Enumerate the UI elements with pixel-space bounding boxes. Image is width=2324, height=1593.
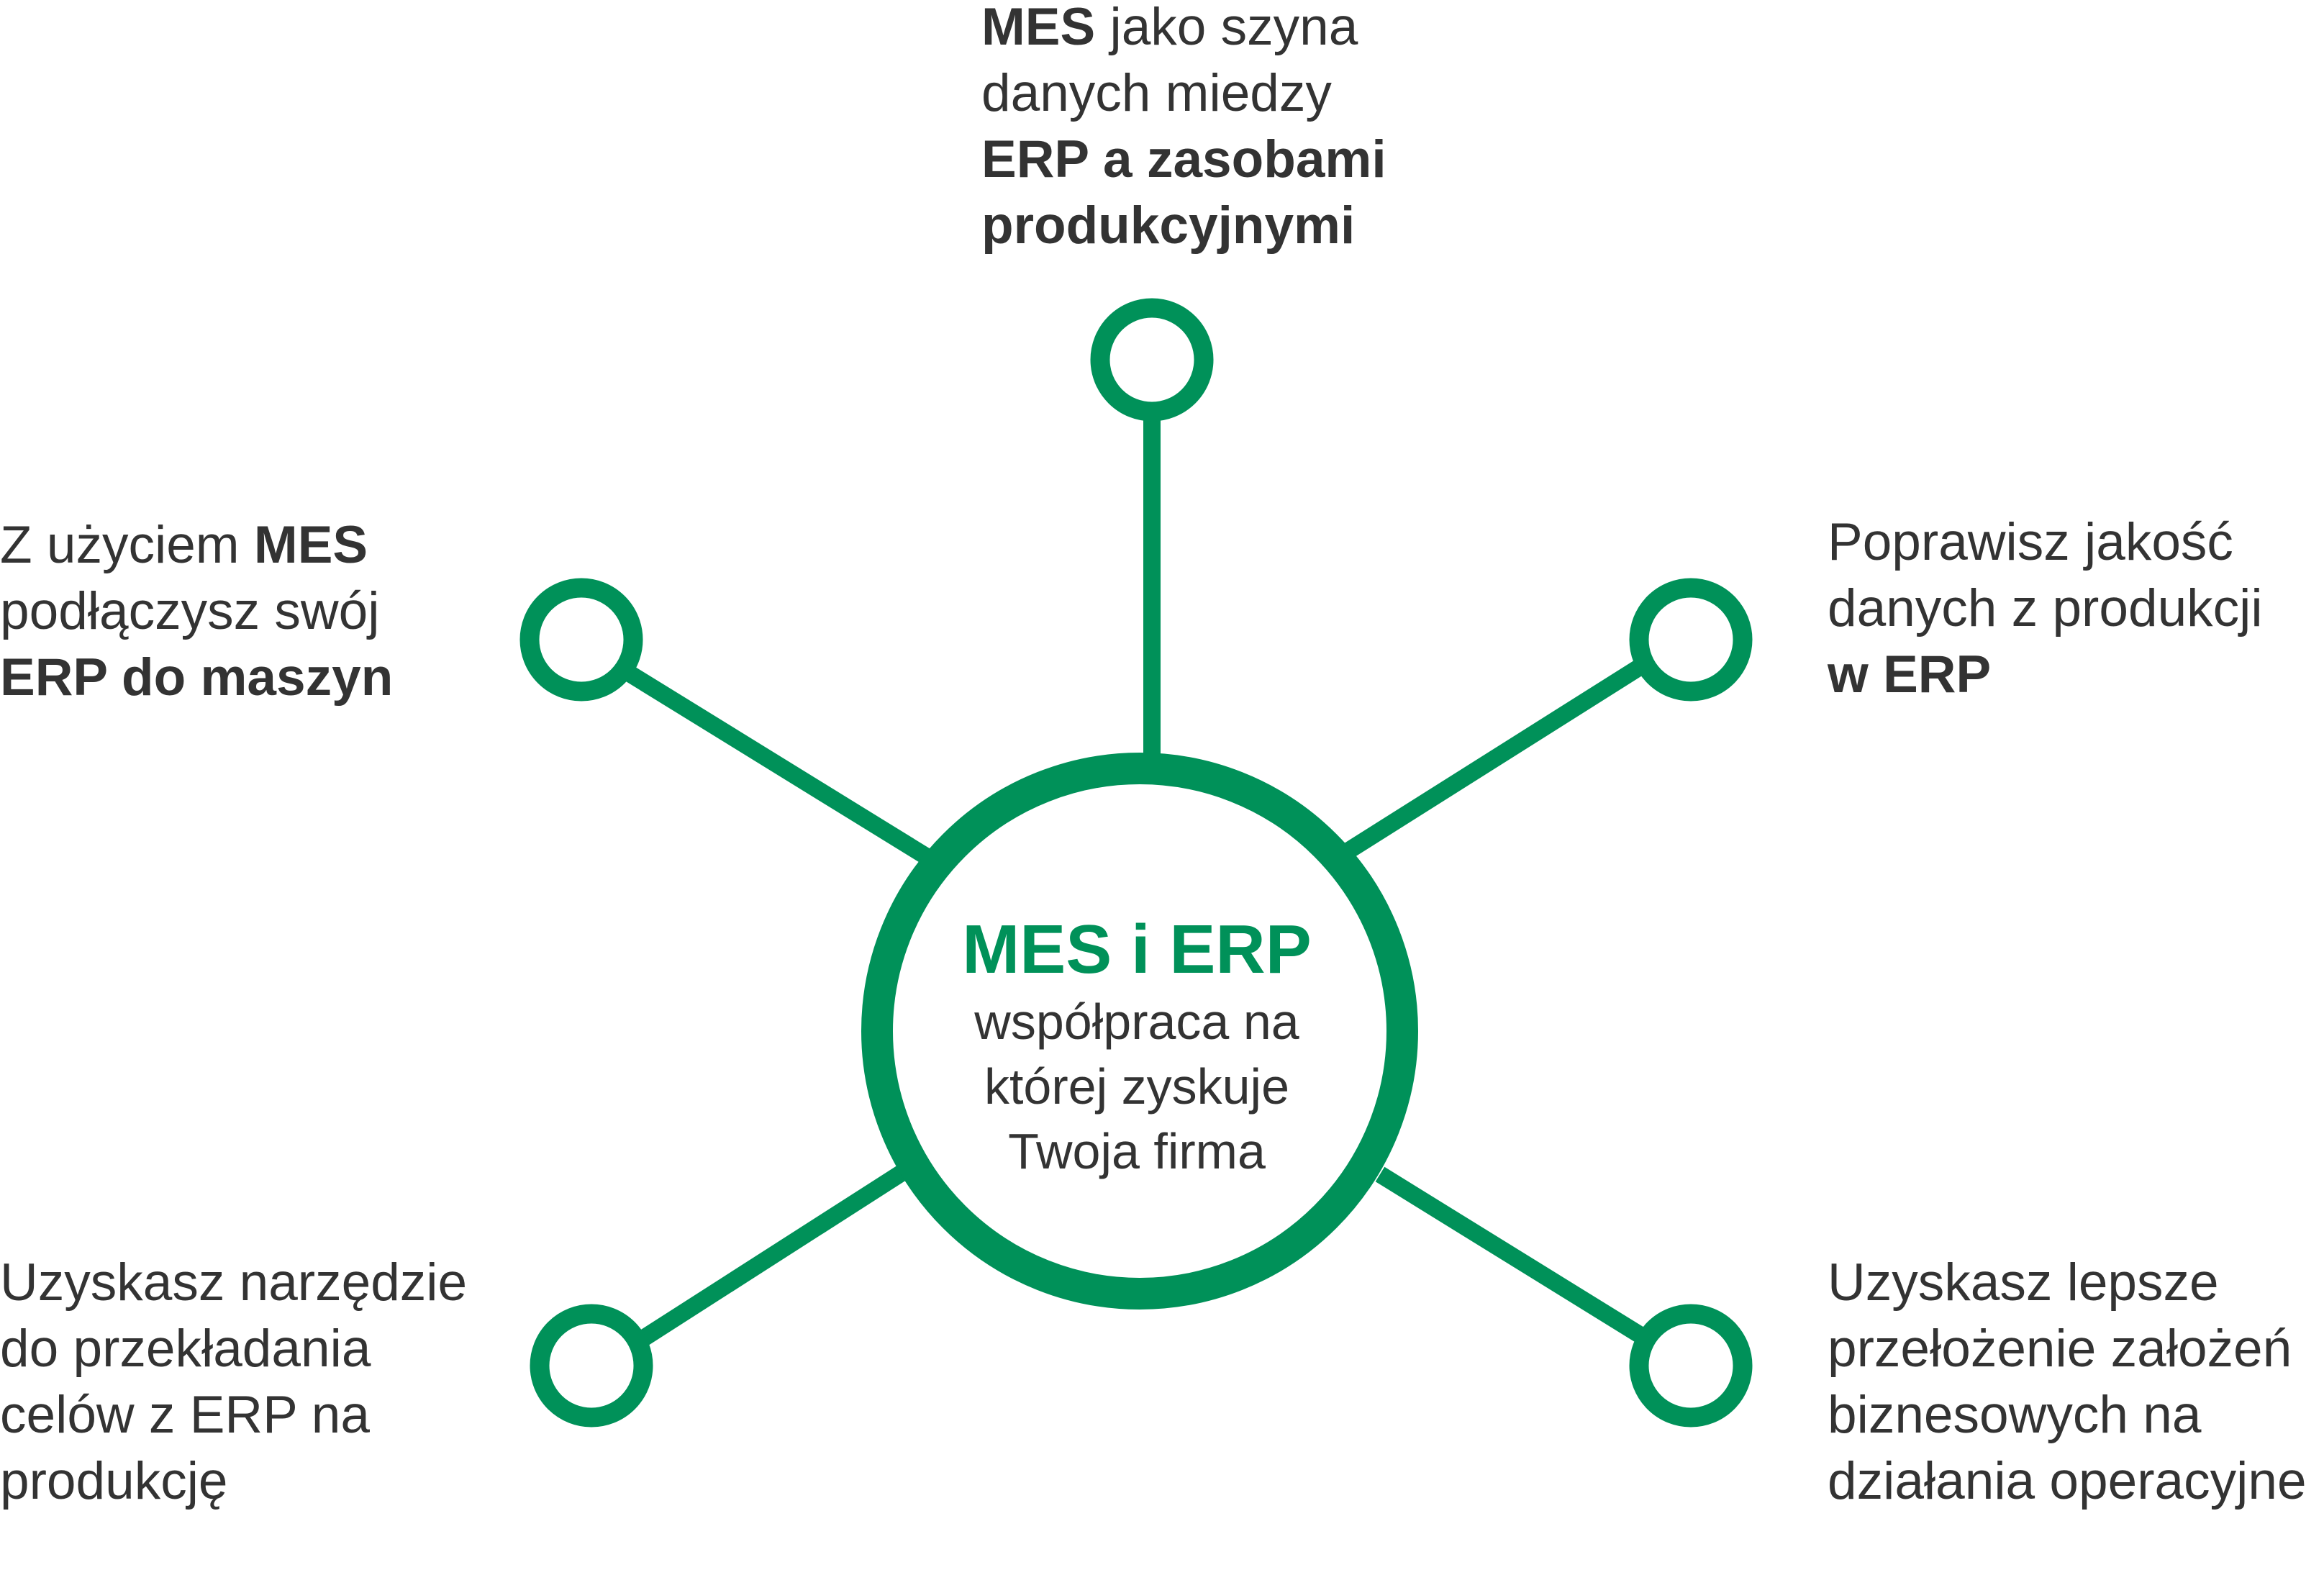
label-text-bold: produkcyjnymi — [981, 196, 1356, 255]
label-line: danych miedzy — [981, 60, 1386, 127]
label-text: Uzyskasz narzędzie — [0, 1253, 468, 1312]
label-text: podłączysz swój — [0, 582, 380, 640]
label-line: celów z ERP na — [0, 1382, 467, 1448]
label-line: przełożenie założeń — [1828, 1316, 2307, 1382]
node-lower-left-circle — [530, 1304, 653, 1428]
center-hub-circle — [861, 753, 1418, 1310]
label-line: w ERP — [1828, 642, 2263, 708]
label-text: Poprawisz jakość — [1828, 513, 2233, 571]
label-line: ERP a zasobami — [981, 127, 1386, 193]
label-line: biznesowych na — [1828, 1382, 2307, 1448]
label-text: działania operacyjne — [1828, 1452, 2307, 1510]
label-text: przełożenie założeń — [1828, 1320, 2292, 1378]
label-text: Z użyciem — [0, 516, 254, 574]
label-line: podłączysz swój — [0, 578, 393, 645]
node-label-lower-right: Uzyskasz lepsze przełożenie założeń biznes… — [1828, 1250, 2307, 1515]
center-label: MES i ERP współpraca na której zyskuje T… — [935, 910, 1338, 1184]
center-subtitle: współpraca na której zyskuje Twoja firma — [974, 994, 1299, 1179]
spoke-lower-left — [632, 1163, 910, 1351]
label-text: jako szyna — [1095, 0, 1358, 56]
label-text-bold: MES — [981, 0, 1096, 56]
label-line: do przekładania — [0, 1316, 467, 1382]
label-line: Z użyciem MES — [0, 512, 393, 578]
label-text: danych miedzy — [981, 64, 1332, 122]
node-upper-left-circle — [519, 578, 643, 702]
spoke-lower-right — [1375, 1166, 1653, 1348]
label-line: Uzyskasz lepsze — [1828, 1250, 2307, 1316]
node-lower-right-circle — [1629, 1304, 1753, 1428]
label-text-bold: MES — [253, 516, 368, 574]
label-text: Uzyskasz lepsze — [1828, 1253, 2219, 1312]
label-line: produkcyjnymi — [981, 193, 1386, 259]
label-text: produkcję — [0, 1452, 228, 1510]
label-line: danych z produkcji — [1828, 576, 2263, 642]
label-text-bold: ERP do maszyn — [0, 648, 394, 707]
label-line: Uzyskasz narzędzie — [0, 1250, 467, 1316]
node-top-circle — [1090, 298, 1214, 422]
label-line: MES jako szyna — [981, 0, 1386, 60]
spoke-upper-right — [1340, 655, 1651, 861]
label-line: działania operacyjne — [1828, 1448, 2307, 1515]
label-text: do przekładania — [0, 1320, 371, 1378]
label-text-bold: w ERP — [1828, 645, 1992, 704]
label-text: biznesowych na — [1828, 1386, 2202, 1444]
center-title: MES i ERP — [962, 911, 1312, 988]
node-label-upper-right: Poprawisz jakość danych z produkcji w ERP — [1828, 509, 2263, 708]
node-label-lower-left: Uzyskasz narzędzie do przekładania celów z… — [0, 1250, 467, 1515]
label-line: produkcję — [0, 1448, 467, 1515]
label-text-bold: ERP a zasobami — [981, 130, 1386, 189]
label-line: Poprawisz jakość — [1828, 509, 2263, 576]
node-upper-right-circle — [1629, 578, 1753, 702]
label-text: celów z ERP na — [0, 1386, 370, 1444]
label-line: ERP do maszyn — [0, 645, 393, 711]
spoke-upper-left — [621, 663, 933, 866]
label-text: danych z produkcji — [1828, 579, 2263, 637]
